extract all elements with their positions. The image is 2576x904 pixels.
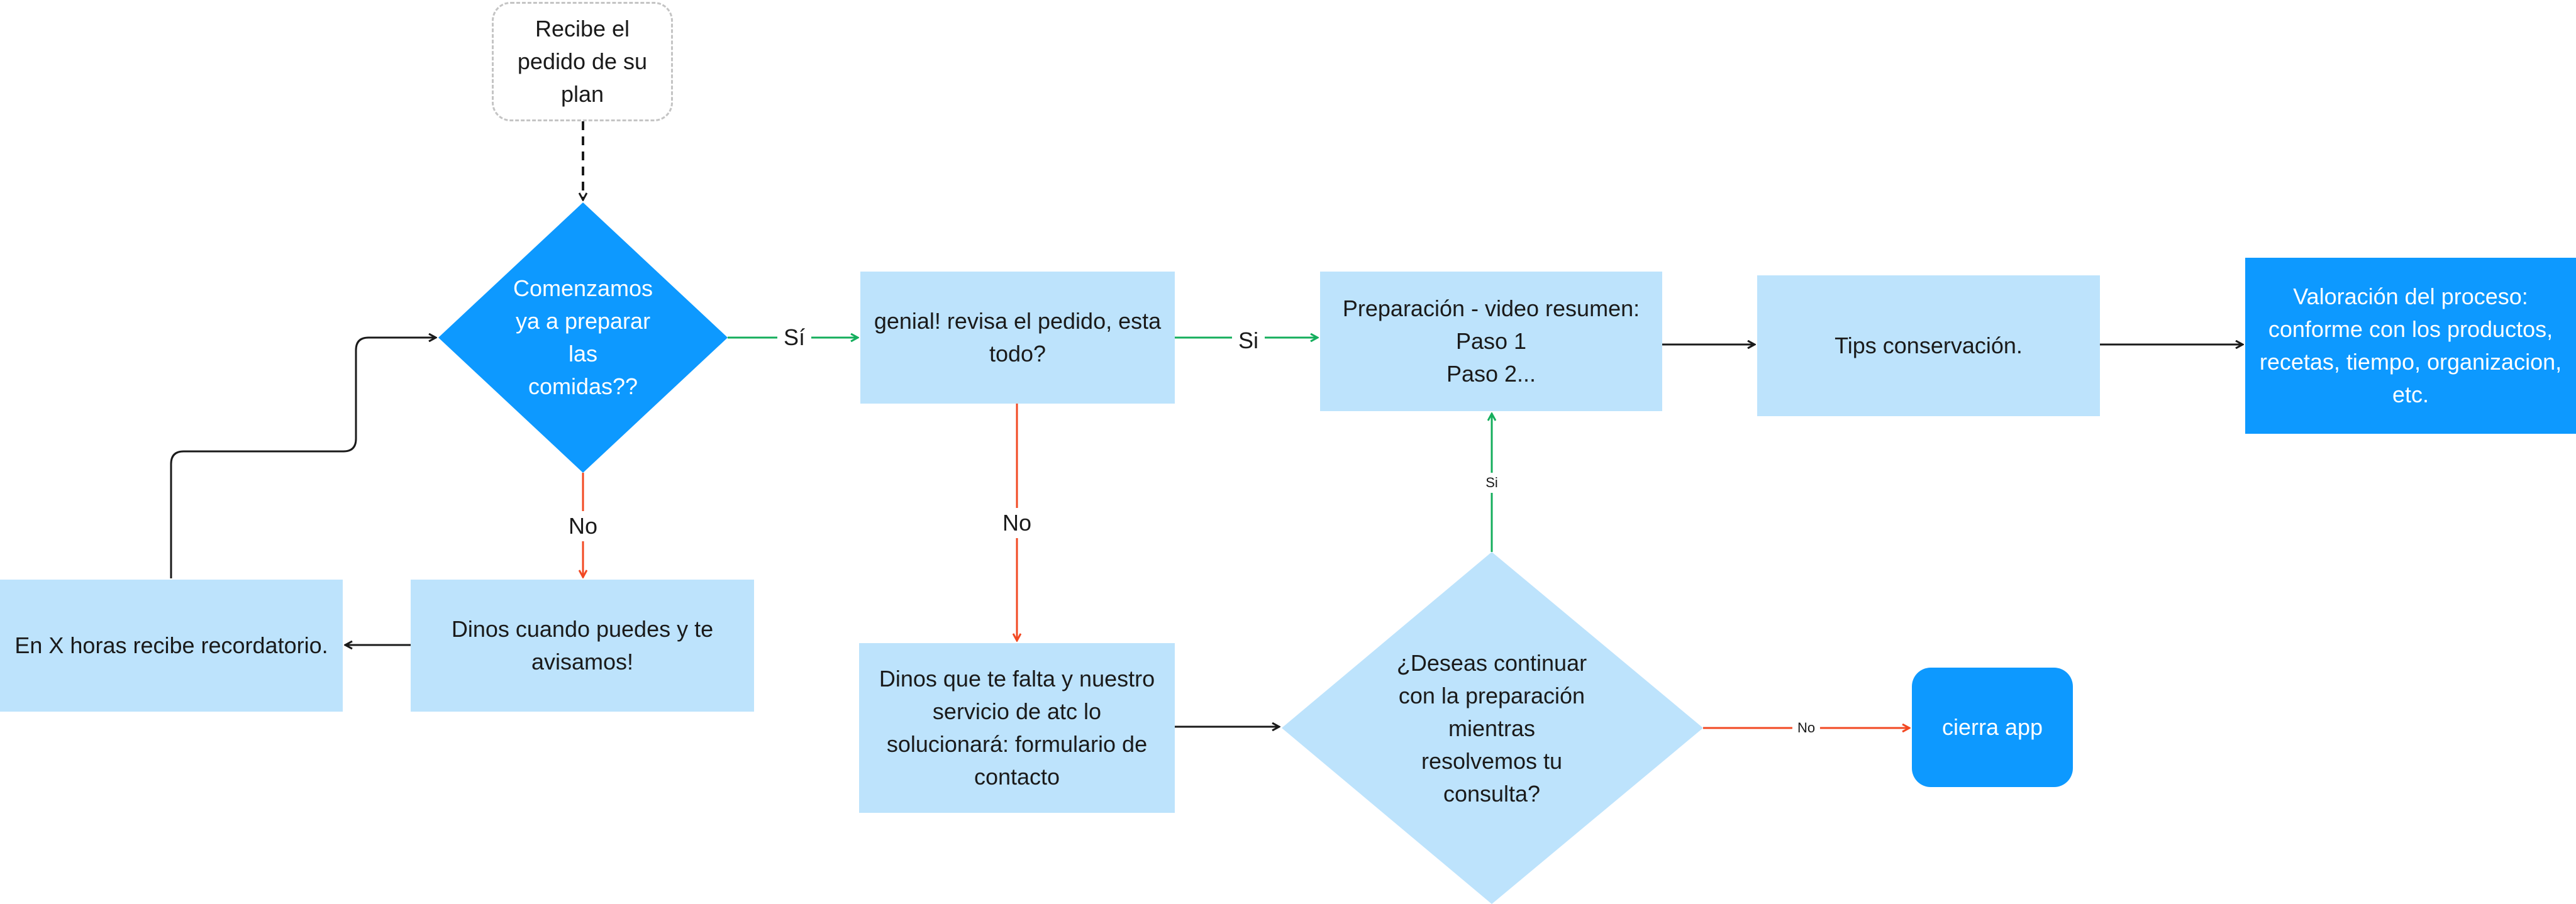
genial-node: genial! revisa el pedido, esta todo? (860, 272, 1175, 404)
edge-recordatorio-to-comenzamos (170, 338, 436, 578)
edge-label-no-3: No (1792, 718, 1821, 738)
dinos-falta-node: Dinos que te falta y nuestro servicio de… (859, 643, 1175, 813)
dinos-cuando-node: Dinos cuando puedes y te avisamos! (411, 580, 754, 712)
decision-comenzamos-label: Comenzamos ya a preparar las comidas?? (513, 275, 653, 399)
decision-diamond-continuar (1282, 552, 1703, 904)
edge-label-si-2: Si (1231, 326, 1265, 356)
decision-diamond-comenzamos (438, 202, 728, 473)
recordatorio-node: En X horas recibe recordatorio. (0, 580, 343, 712)
valoracion-node: Valoración del proceso: conforme con los… (2245, 258, 2576, 434)
tips-node: Tips conservación. (1757, 275, 2100, 416)
decision-continuar-label: ¿Deseas continuar con la preparación mie… (1396, 650, 1587, 807)
edge-label-si-3: Si (1480, 473, 1503, 493)
start-node: Recibe el pedido de su plan (492, 2, 673, 121)
preparacion-node: Preparación - video resumen: Paso 1 Paso… (1320, 272, 1662, 411)
edge-label-no-2: No (996, 508, 1038, 538)
edge-label-no-1: No (562, 511, 604, 541)
edge-label-si-1: Sí (777, 322, 812, 353)
cierra-app-node: cierra app (1912, 668, 2073, 787)
